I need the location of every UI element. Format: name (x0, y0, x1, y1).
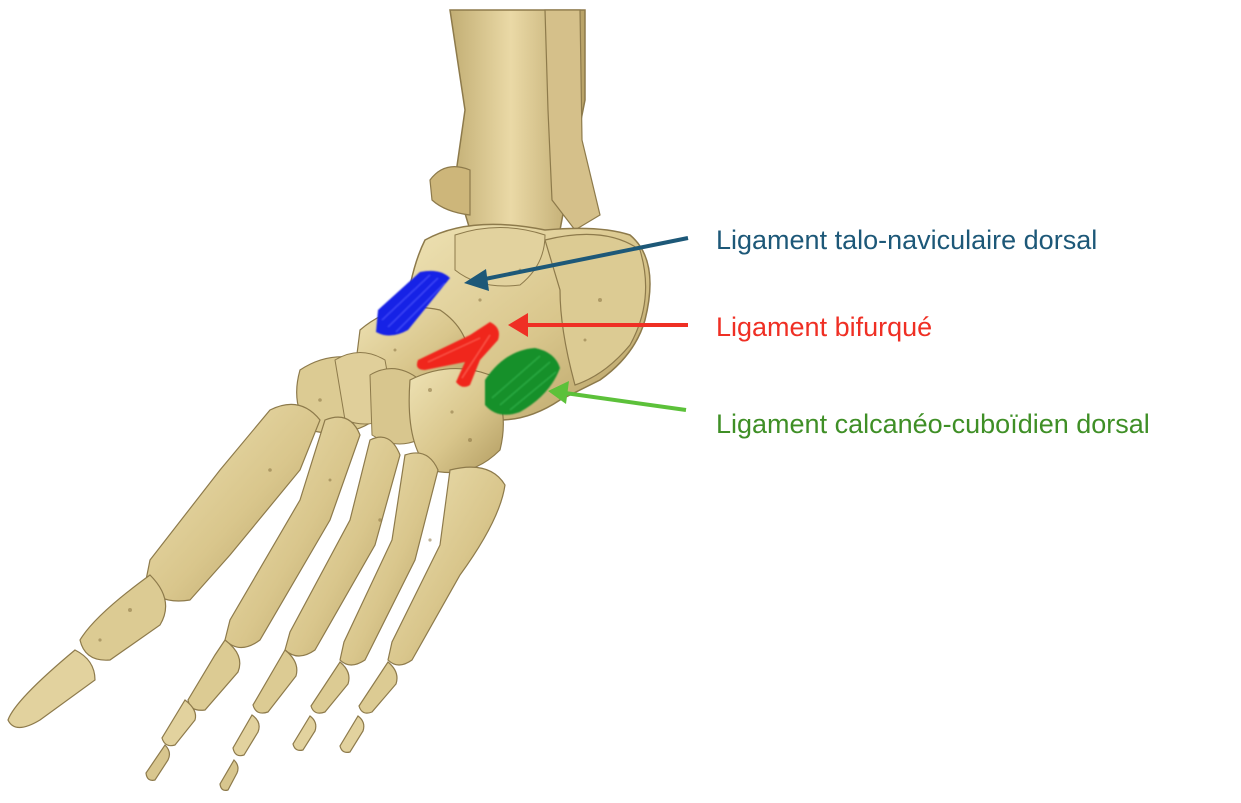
label-ligament-bifurque: Ligament bifurqué (716, 311, 932, 343)
label-talo-naviculaire-dorsal: Ligament talo-naviculaire dorsal (716, 224, 1097, 256)
label-calcaneo-cuboidien-dorsal: Ligament calcanéo-cuboïdien dorsal (716, 408, 1150, 440)
leg-bones (430, 10, 600, 240)
forefoot-bones (8, 404, 505, 790)
